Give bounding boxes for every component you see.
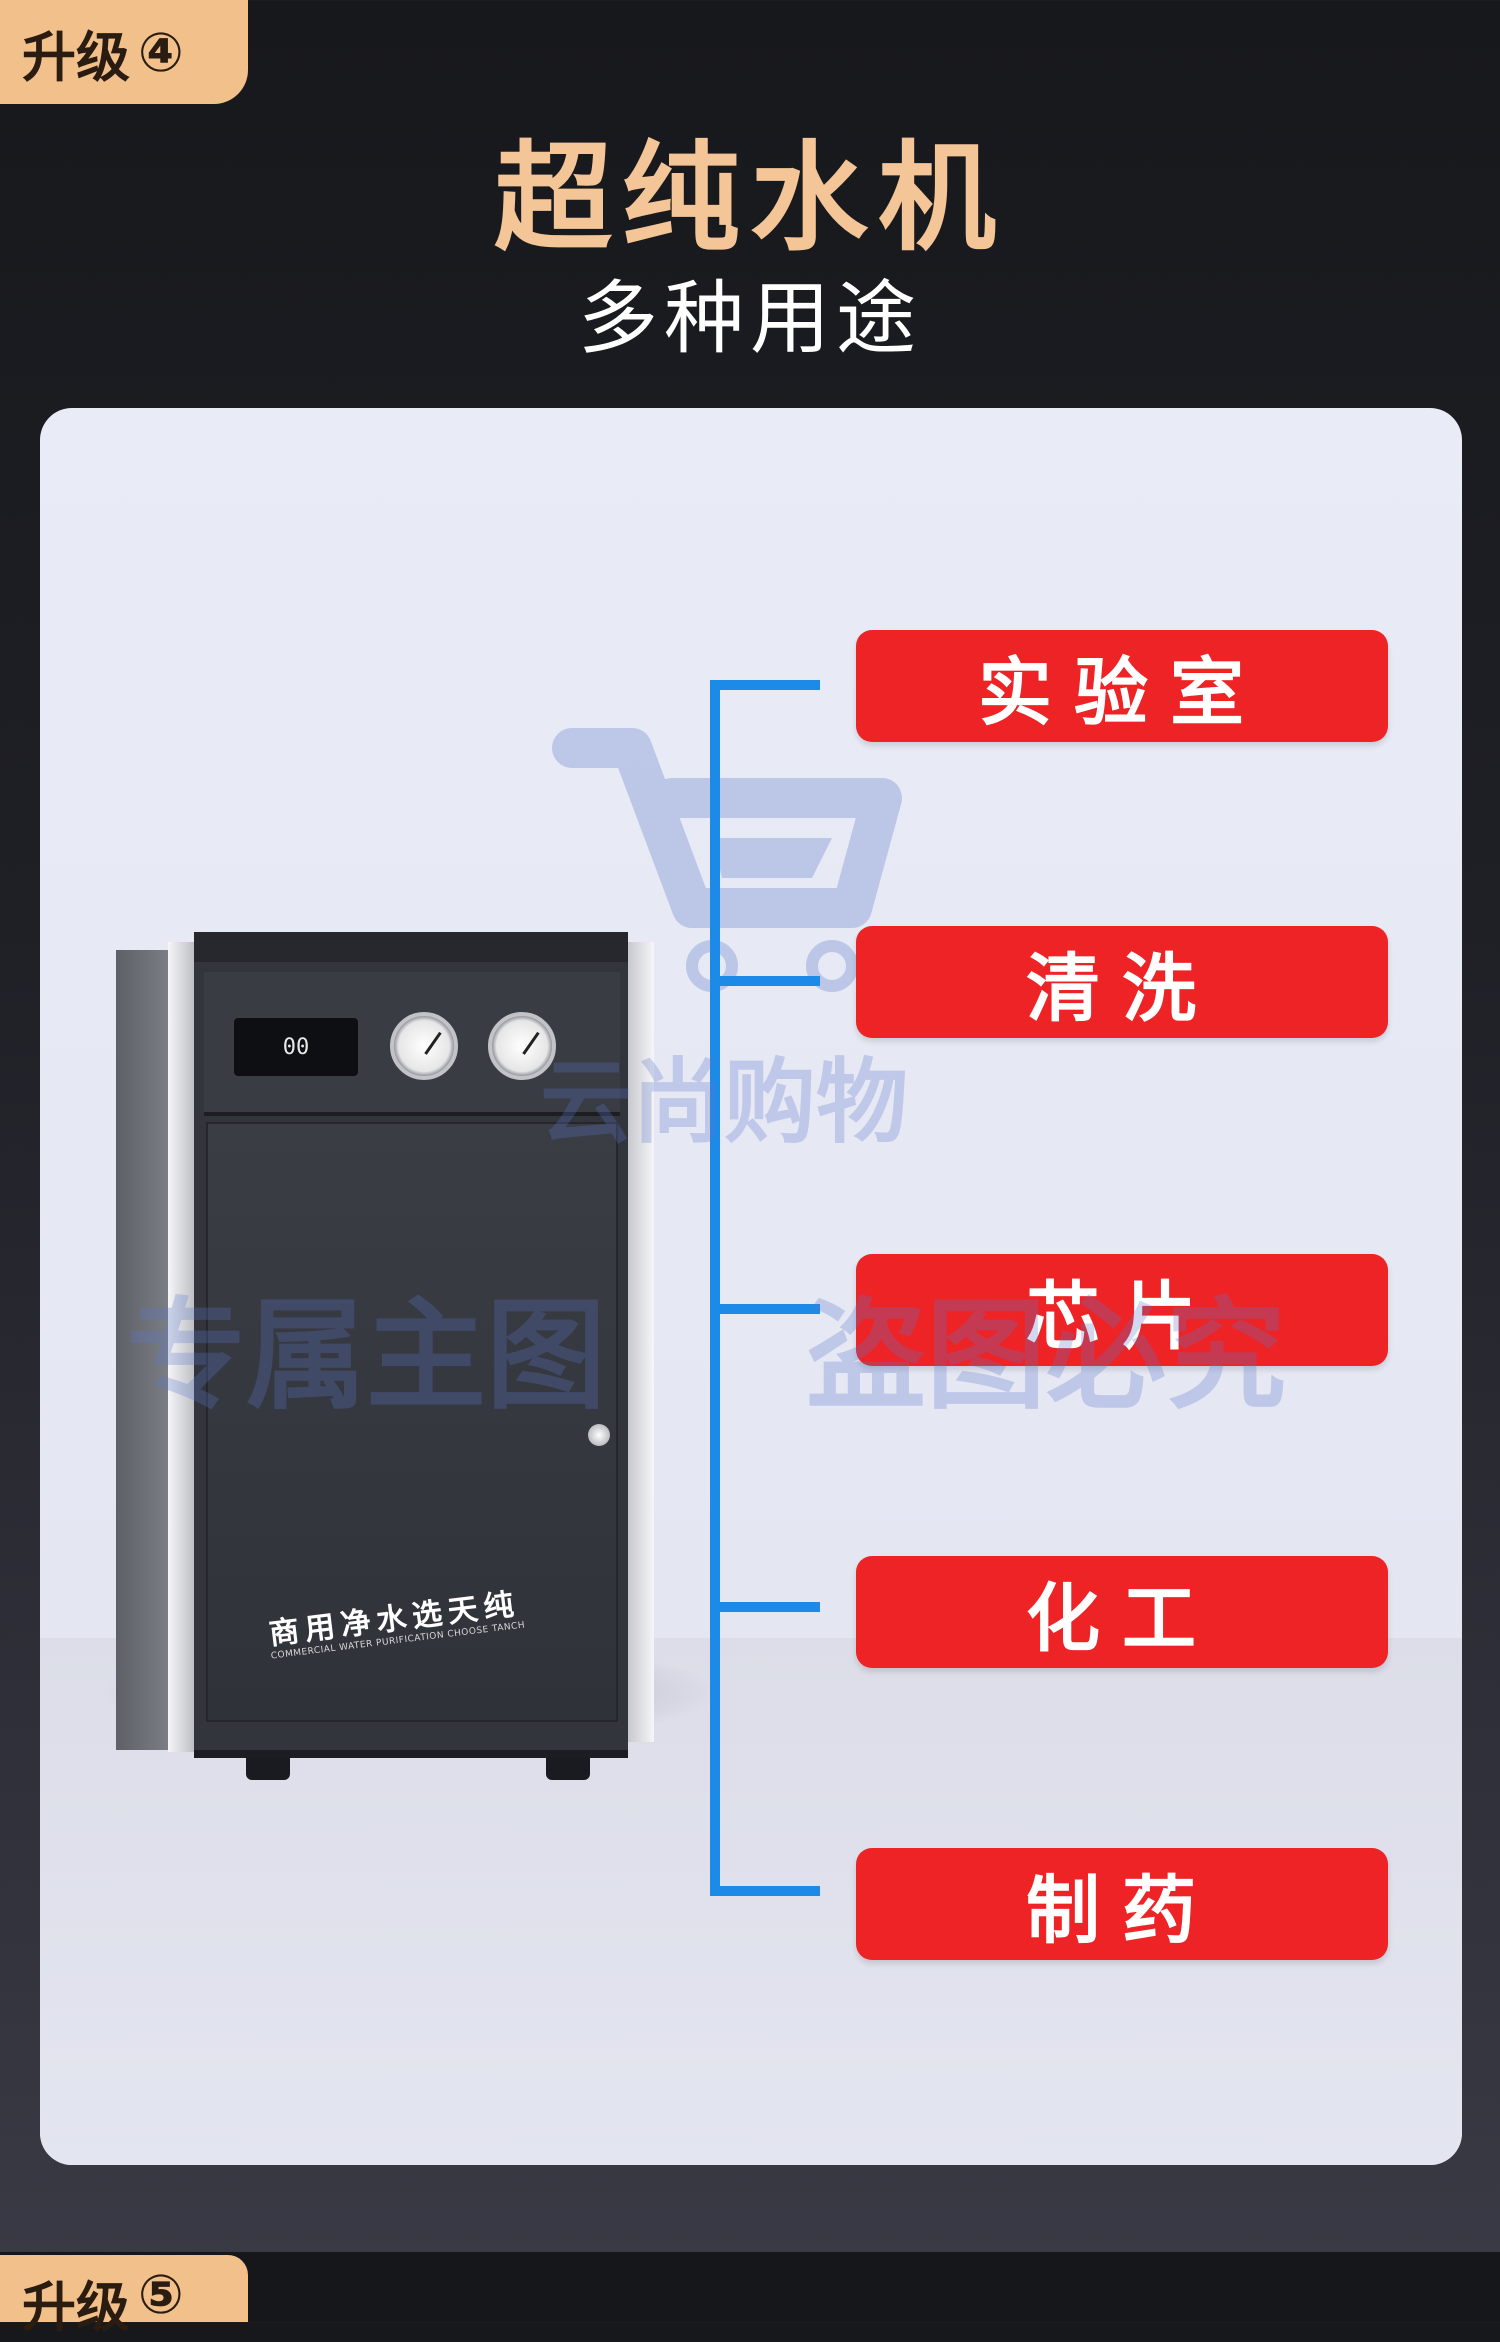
next-badge-number: ⑤: [138, 2263, 184, 2326]
door-knob-icon: [588, 1424, 610, 1446]
machine-frame-left: [168, 942, 194, 1752]
machine-frame-right: [628, 942, 654, 1742]
badge-number: ④: [138, 20, 184, 84]
watermark-right: 盗图必究: [806, 1287, 1286, 1426]
watermark-left: 专属主图: [126, 1287, 606, 1426]
machine-foot: [246, 1758, 290, 1780]
connector-vertical-line: [710, 680, 720, 1896]
connector-branch: [710, 1886, 820, 1896]
connector-branch: [710, 1304, 820, 1314]
next-section-strip: [0, 2252, 1500, 2322]
machine-side: [116, 950, 168, 1750]
use-tag-laboratory: 实验室: [856, 630, 1388, 742]
watermark-shop-name: 云尚购物: [540, 1049, 909, 1156]
machine-door: 商用净水选天纯 COMMERCIAL WATER PURIFICATION CH…: [206, 1122, 618, 1722]
use-tag-cleaning: 清洗: [856, 926, 1388, 1038]
use-tag-chip: 芯片: [856, 1254, 1388, 1366]
next-badge-label: 升级: [22, 2276, 130, 2339]
pressure-gauge-icon: [488, 1012, 556, 1080]
digital-display: 00: [234, 1018, 358, 1076]
page-title: 超纯水机: [493, 129, 1006, 267]
control-panel: 00: [204, 972, 620, 1116]
connector-branch: [710, 1602, 820, 1612]
page-subtitle: 多种用途: [578, 272, 922, 365]
product-card: 00 商用净水选天纯 COMMERCIAL WATER PURIFICATION…: [40, 408, 1462, 2165]
use-tag-pharmaceutical: 制药: [856, 1848, 1388, 1960]
connector-branch: [710, 680, 820, 690]
machine-foot: [546, 1758, 590, 1780]
connector-branch: [710, 976, 820, 986]
use-tag-chemical: 化工: [856, 1556, 1388, 1668]
next-upgrade-badge: 升级 ⑤: [0, 2255, 248, 2339]
badge-label: 升级: [22, 25, 130, 89]
machine-top: [194, 932, 628, 962]
machine-base: [194, 1750, 628, 1758]
water-machine-image: 00 商用净水选天纯 COMMERCIAL WATER PURIFICATION…: [116, 932, 656, 1780]
upgrade-badge: 升级 ④: [0, 0, 248, 104]
pressure-gauge-icon: [390, 1012, 458, 1080]
